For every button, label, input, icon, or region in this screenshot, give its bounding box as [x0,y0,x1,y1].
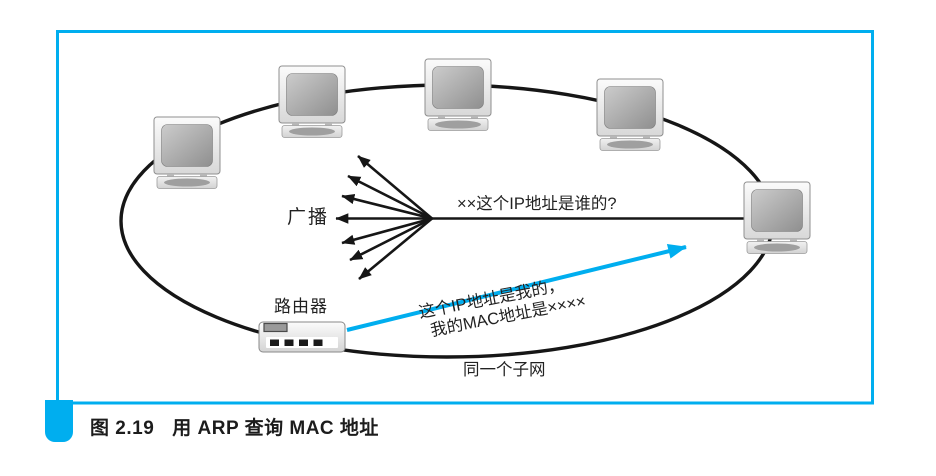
broadcast-arrow [357,155,433,220]
arp-reply-text: 这个IP地址是我的， 我的MAC地址是×××× [417,272,587,342]
broadcast-arrow [347,174,433,220]
broadcast-arrow [358,217,433,281]
broadcast-arrow [341,193,433,220]
arp-query-text: ××这个IP地址是谁的? [457,194,617,213]
figure-caption: 图 2.19 用 ARP 查询 MAC 地址 [90,413,379,440]
subnet-label: 同一个子网 [463,360,546,379]
caption-accent-tab [45,400,73,442]
router-label: 路由器 [274,297,328,316]
computer-icon [743,181,811,254]
router-icon [258,321,346,353]
diagram-frame [56,30,874,405]
figure-title: 用 ARP 查询 MAC 地址 [172,418,379,439]
broadcast-arrow [341,217,433,245]
broadcast-label: 广播 [287,206,329,228]
computer-icon [424,58,492,131]
computer-icon [596,78,664,151]
computer-icon [153,116,221,189]
figure-number: 图 2.19 [90,418,155,439]
broadcast-fan [335,155,433,281]
arp-reply-arrow [346,243,687,332]
broadcast-arrow [349,217,433,262]
computer-icon [278,65,346,138]
